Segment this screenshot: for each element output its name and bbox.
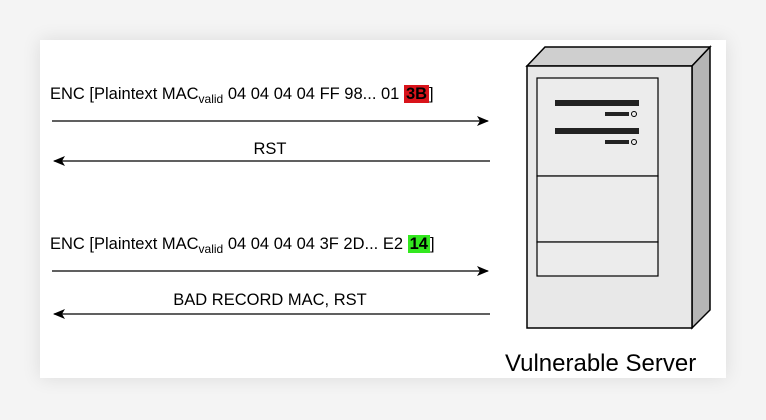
padding-byte-highlight-green: 14 xyxy=(407,235,430,253)
request-1-suffix: ] xyxy=(429,85,434,103)
request-2-bytes: 04 04 04 04 3F 2D... E2 xyxy=(223,235,408,253)
server-tower-icon xyxy=(525,45,712,330)
request-1-bytes: 04 04 04 04 FF 98... 01 xyxy=(223,85,404,103)
request-2-subscript: valid xyxy=(198,242,224,256)
request-2-prefix: ENC [Plaintext MAC xyxy=(50,235,199,253)
reply-label-2: BAD RECORD MAC, RST xyxy=(173,291,367,309)
padding-byte-highlight-red: 3B xyxy=(403,85,430,103)
request-1-prefix: ENC [Plaintext MAC xyxy=(50,85,199,103)
request-2-suffix: ] xyxy=(429,235,435,253)
request-1-subscript: valid xyxy=(198,92,224,106)
server-label: Vulnerable Server xyxy=(505,350,697,377)
request-message-1: ENC [Plaintext MACvalid 04 04 04 04 FF 9… xyxy=(50,84,434,106)
reply-label-1: RST xyxy=(253,140,287,158)
request-message-2: ENC [Plaintext MACvalid 04 04 04 04 3F 2… xyxy=(50,234,435,256)
